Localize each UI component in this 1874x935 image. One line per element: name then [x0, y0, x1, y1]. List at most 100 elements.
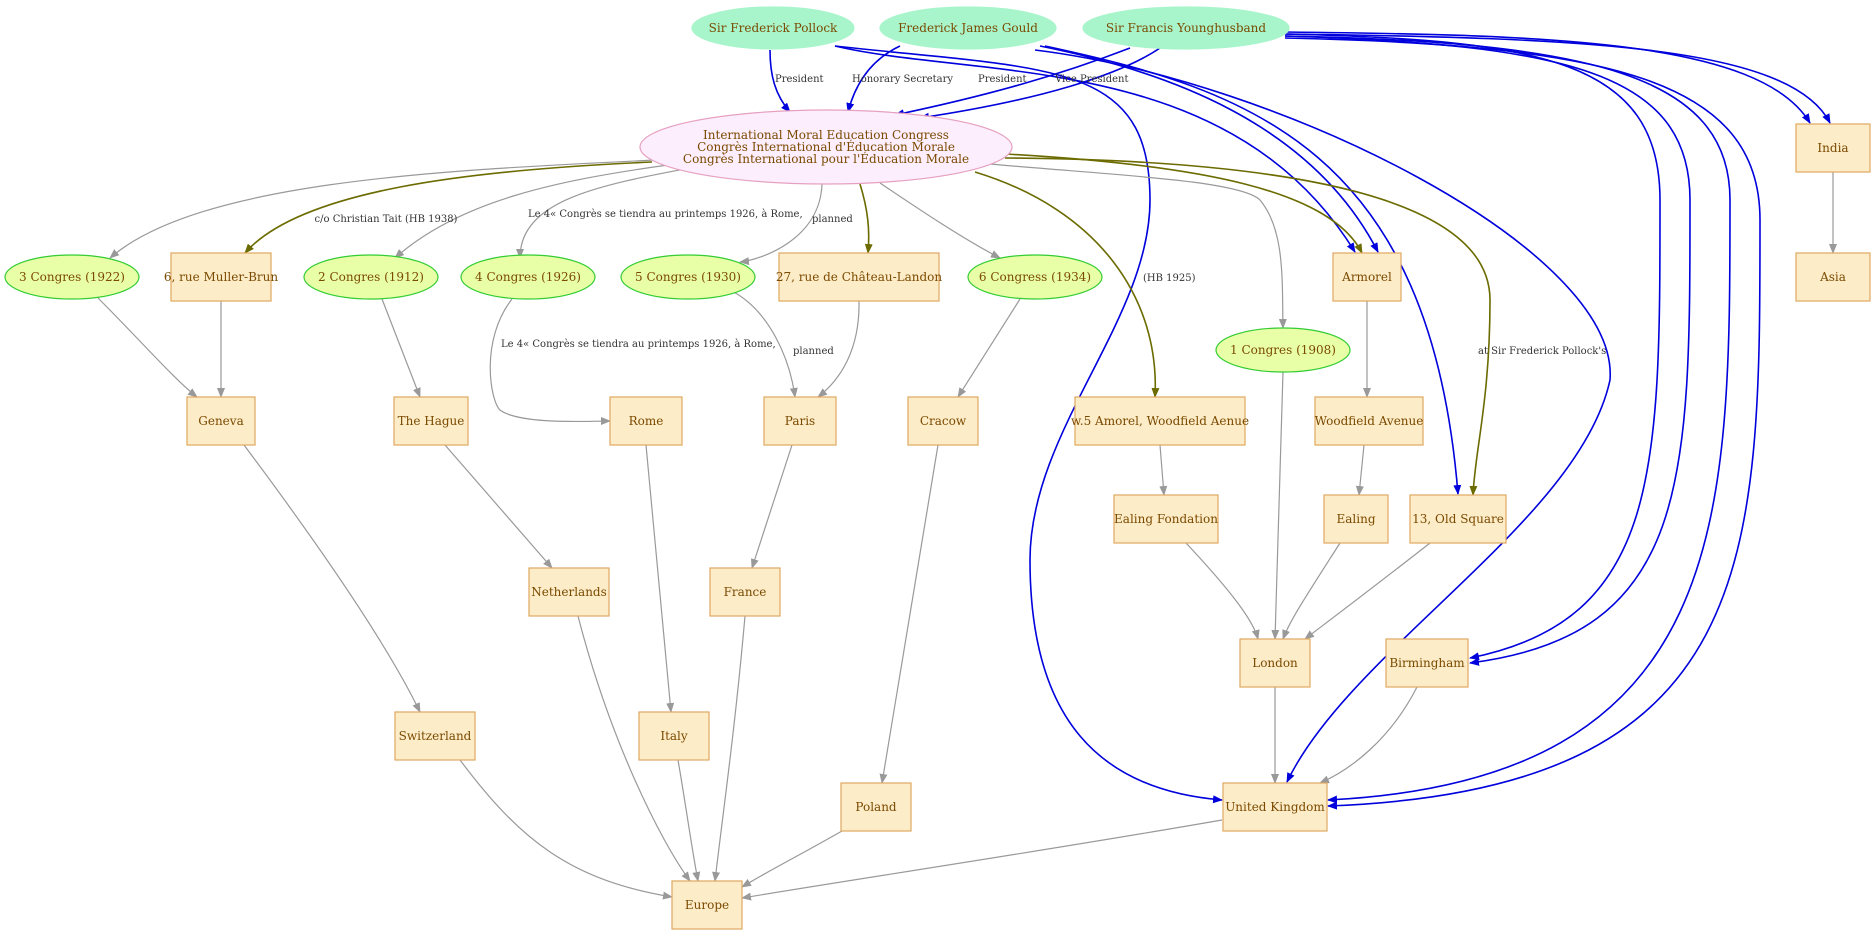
edge-rome-italy	[645, 444, 675, 713]
node-shape-c2	[303, 254, 439, 300]
edge-c1-london	[1271, 371, 1284, 640]
node-shape-netherlands	[528, 567, 610, 617]
node-label-c4: 4 Congres (1926)	[475, 270, 581, 284]
node-label-c1: 1 Congres (1908)	[1230, 343, 1336, 357]
edge-ealing-london	[1282, 542, 1341, 640]
node-shape-c4	[460, 254, 596, 300]
node-label-asia: Asia	[1819, 270, 1846, 284]
edge-younghusband-uk-1	[1284, 35, 1731, 804]
node-europe: Europe	[671, 880, 743, 930]
edge-hague-netherlands	[444, 444, 553, 569]
node-armorel: Armorel	[1332, 252, 1402, 302]
node-c4: 4 Congres (1926)	[460, 254, 596, 300]
node-italy: Italy	[638, 711, 710, 761]
node-label-gould: Frederick James Gould	[898, 21, 1038, 35]
node-shape-muller	[170, 252, 272, 302]
edge-label-imec-w5: (HB 1925)	[1143, 273, 1196, 284]
node-shape-europe	[671, 880, 743, 930]
node-shape-rome	[609, 396, 683, 446]
node-c5: 5 Congres (1930)	[620, 254, 756, 300]
node-shape-paris	[763, 396, 837, 446]
node-shape-armorel	[1332, 252, 1402, 302]
node-shape-poland	[840, 782, 912, 832]
edge-france-europe	[712, 615, 746, 882]
node-label-poland: Poland	[855, 800, 897, 814]
node-label-london: London	[1252, 656, 1298, 670]
edge-c6-cracow	[957, 298, 1021, 398]
node-c6: 6 Congress (1934)	[967, 254, 1103, 300]
node-w5: w.5 Amorel, Woodfield Aenue	[1071, 396, 1249, 446]
node-gould: Frederick James Gould	[879, 6, 1057, 50]
edge-c3-geneva	[97, 297, 198, 398]
node-shape-ealing	[1323, 494, 1389, 544]
edge-label-c5-paris: planned	[793, 346, 834, 357]
node-label-india: India	[1817, 141, 1848, 155]
edge-netherlands-europe	[577, 615, 691, 882]
node-shape-london	[1239, 638, 1311, 688]
edge-younghusband-imec-1	[894, 47, 1131, 118]
node-woodfield: Woodfield Avenue	[1314, 396, 1424, 446]
nodes-layer: Sir Frederick Pollock Frederick James Gou…	[4, 6, 1871, 930]
node-label-cracow: Cracow	[920, 414, 967, 428]
node-label-geneva: Geneva	[198, 414, 243, 428]
node-chateau: 27, rue de Château-Landon	[776, 252, 942, 302]
edge-oldsq-london	[1304, 542, 1431, 640]
node-oldsq: 13, Old Square	[1409, 494, 1507, 544]
edge-uk-europe	[741, 819, 1223, 901]
node-label-italy: Italy	[660, 729, 688, 743]
node-shape-woodfield	[1314, 396, 1424, 446]
edge-birmingham-uk	[1319, 686, 1418, 784]
edge-imec-muller	[244, 161, 653, 254]
node-shape-c5	[620, 254, 756, 300]
edge-label-younghusband-imec-2: Vice President	[1054, 74, 1128, 85]
node-label-armorel: Armorel	[1341, 270, 1392, 284]
edge-label-imec-c4: Le 4« Congrès se tiendra au printemps 19…	[528, 209, 803, 220]
node-netherlands: Netherlands	[528, 567, 610, 617]
node-france: France	[709, 567, 781, 617]
edge-woodfield-ealing	[1355, 444, 1365, 496]
node-rome: Rome	[609, 396, 683, 446]
node-label-imec-line-2: Congrès International d'Éducation Morale	[697, 139, 955, 154]
node-poland: Poland	[840, 782, 912, 832]
edge-italy-europe	[677, 759, 701, 882]
node-label-rome: Rome	[629, 414, 664, 428]
node-cracow: Cracow	[907, 396, 979, 446]
node-label-ealing: Ealing	[1337, 512, 1376, 526]
edge-imec-armorel	[1005, 153, 1363, 254]
node-c1: 1 Congres (1908)	[1215, 327, 1351, 373]
node-label-france: France	[724, 585, 767, 599]
node-label-c3: 3 Congres (1922)	[19, 270, 125, 284]
node-label-pollock: Sir Frederick Pollock	[709, 21, 838, 35]
node-label-w5: w.5 Amorel, Woodfield Aenue	[1071, 414, 1249, 428]
edge-gould-armorel	[1039, 45, 1379, 253]
node-london: London	[1239, 638, 1311, 688]
node-shape-ealingf	[1113, 494, 1219, 544]
node-birmingham: Birmingham	[1385, 638, 1469, 688]
node-shape-c1	[1215, 327, 1351, 373]
node-label-paris: Paris	[785, 414, 815, 428]
node-asia: Asia	[1795, 252, 1871, 302]
edge-label-imec-muller: c/o Christian Tait (HB 1938)	[315, 214, 458, 225]
edge-pollock-uk	[834, 45, 1223, 804]
edge-imec-chateau	[859, 183, 873, 254]
node-shape-w5	[1074, 396, 1246, 446]
edge-younghusband-imec-2	[919, 47, 1161, 121]
node-label-switzerland: Switzerland	[399, 729, 472, 743]
edge-geneva-switzerland	[243, 444, 421, 713]
edge-pollock-imec	[769, 49, 791, 113]
node-uk: United Kingdom	[1222, 782, 1328, 832]
node-shape-gould	[879, 6, 1057, 50]
edge-c4-rome	[489, 298, 611, 426]
edge-switzerland-europe	[459, 759, 673, 900]
edge-label-gould-imec: Honorary Secretary	[852, 74, 953, 85]
node-shape-oldsq	[1409, 494, 1507, 544]
node-label-c2: 2 Congres (1912)	[318, 270, 424, 284]
edge-gould-imec	[846, 45, 901, 113]
edge-imec-c1	[989, 163, 1287, 329]
node-label-netherlands: Netherlands	[531, 585, 607, 599]
edge-imec-w5	[974, 171, 1160, 398]
node-muller: 6, rue Muller-Brun	[164, 252, 278, 302]
node-shape-geneva	[186, 396, 256, 446]
edge-label-pollock-imec: President	[775, 74, 824, 85]
edge-imec-c3	[109, 159, 656, 259]
